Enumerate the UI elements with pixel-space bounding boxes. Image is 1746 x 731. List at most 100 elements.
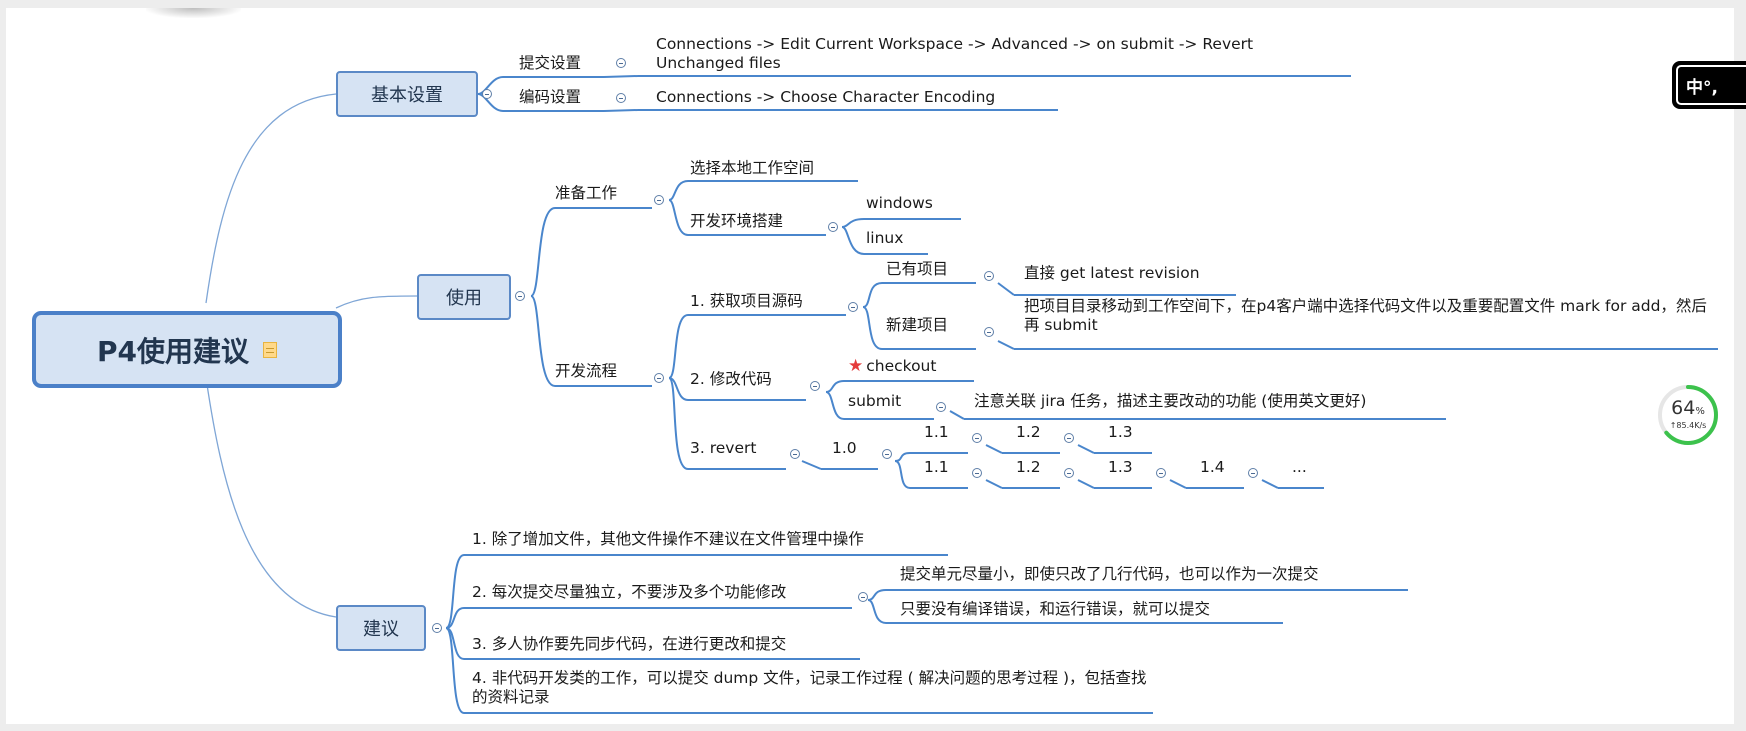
link-flow-get xyxy=(668,314,689,379)
node-row2-ellipsis[interactable]: ... xyxy=(1292,458,1307,476)
node-checkout[interactable]: ★checkout xyxy=(848,357,936,376)
speed-percent-unit: % xyxy=(1695,406,1705,417)
node-new-project-value[interactable]: 把项目目录移动到工作空间下，在p4客户端中选择代码文件以及重要配置文件 mark… xyxy=(1024,297,1707,334)
node-env-setup[interactable]: 开发环境搭建 xyxy=(690,212,784,230)
collapse-toggle-basic[interactable] xyxy=(482,89,492,99)
node-advice-2a[interactable]: 提交单元尽量小，即使只改了几行代码，也可以作为一次提交 xyxy=(900,565,1319,583)
note-icon[interactable] xyxy=(263,341,277,358)
link-root-basic xyxy=(205,93,337,304)
speed-progress-arc xyxy=(1658,385,1718,445)
collapse-toggle-row1-2[interactable] xyxy=(1064,433,1074,443)
node-new-project[interactable]: 新建项目 xyxy=(886,316,949,334)
node-version-1-0[interactable]: 1.0 xyxy=(832,439,857,457)
topic-basic-settings[interactable]: 基本设置 xyxy=(336,71,478,117)
node-row2-1-3[interactable]: 1.3 xyxy=(1108,458,1133,476)
collapse-toggle-modify[interactable] xyxy=(810,381,820,391)
collapse-toggle-usage[interactable] xyxy=(515,291,525,301)
link-submit-value2 xyxy=(949,410,965,420)
node-advice-4[interactable]: 4. 非代码开发类的工作，可以提交 dump 文件，记录工作过程 ( 解决问题的… xyxy=(472,669,1147,706)
node-modify-code[interactable]: 2. 修改代码 xyxy=(690,370,772,388)
link-flow-revert xyxy=(668,377,689,470)
topic-advice[interactable]: 建议 xyxy=(336,605,426,651)
link-get-existing xyxy=(862,282,883,308)
node-get-source[interactable]: 1. 获取项目源码 xyxy=(690,292,803,310)
ime-indicator-text: 中°, xyxy=(1676,65,1746,105)
collapse-toggle-row2-3[interactable] xyxy=(1156,468,1166,478)
topic-usage[interactable]: 使用 xyxy=(417,274,511,320)
collapse-toggle-row2-4[interactable] xyxy=(1248,468,1258,478)
collapse-toggle-prep[interactable] xyxy=(654,195,664,205)
node-row2-1-2[interactable]: 1.2 xyxy=(1016,458,1041,476)
node-advice-2[interactable]: 2. 每次提交尽量独立，不要涉及多个功能修改 xyxy=(472,583,787,601)
collapse-toggle-get-source[interactable] xyxy=(848,302,858,312)
link-r1-12 xyxy=(985,444,1003,454)
collapse-toggle-submit-settings[interactable] xyxy=(616,58,626,68)
collapse-toggle-advice[interactable] xyxy=(432,623,442,633)
link-advice2-b xyxy=(867,599,887,624)
node-advice-1[interactable]: 1. 除了增加文件，其他文件操作不建议在文件管理中操作 xyxy=(472,530,864,548)
link-r2-34 xyxy=(1169,479,1187,489)
node-revert[interactable]: 3. revert xyxy=(690,439,757,457)
node-windows[interactable]: windows xyxy=(866,194,933,212)
collapse-toggle-encoding-settings[interactable] xyxy=(616,93,626,103)
link-advice-1 xyxy=(445,554,465,629)
link-r2-23 xyxy=(1077,479,1095,489)
speed-percent: 64% xyxy=(1656,397,1720,419)
link-r2-45 xyxy=(1261,479,1279,489)
link-root-advice xyxy=(205,377,337,618)
collapse-toggle-existing[interactable] xyxy=(984,271,994,281)
root-topic[interactable]: P4使用建议 xyxy=(32,311,342,388)
collapse-toggle-v10[interactable] xyxy=(882,449,892,459)
node-linux[interactable]: linux xyxy=(866,229,904,247)
link-env-windows xyxy=(841,218,865,228)
link-get-new xyxy=(862,306,883,350)
collapse-toggle-env[interactable] xyxy=(828,222,838,232)
collapse-toggle-flow[interactable] xyxy=(654,373,664,383)
node-select-workspace[interactable]: 选择本地工作空间 xyxy=(690,159,815,177)
node-row1-1-2[interactable]: 1.2 xyxy=(1016,423,1041,441)
link-v10-row1 xyxy=(894,452,911,462)
node-submit-settings[interactable]: 提交设置 xyxy=(519,54,582,72)
node-row1-1-3[interactable]: 1.3 xyxy=(1108,423,1133,441)
node-row1-1-1[interactable]: 1.1 xyxy=(924,423,949,441)
speed-ring xyxy=(1658,385,1718,445)
node-prep-work[interactable]: 准备工作 xyxy=(555,184,618,202)
node-advice-2b[interactable]: 只要没有编译错误，和运行错误，就可以提交 xyxy=(900,600,1211,618)
collapse-toggle-row2-1[interactable] xyxy=(972,468,982,478)
topic-usage-label: 使用 xyxy=(446,288,482,309)
collapse-toggle-advice-2[interactable] xyxy=(858,592,868,602)
node-submit-settings-value[interactable]: Connections -> Edit Current Workspace ->… xyxy=(656,35,1254,72)
node-existing-value[interactable]: 直接 get latest revision xyxy=(1024,264,1200,282)
link-new-value xyxy=(997,340,1015,350)
node-row2-1-4[interactable]: 1.4 xyxy=(1200,458,1225,476)
node-advice-3[interactable]: 3. 多人协作要先同步代码，在进行更改和提交 xyxy=(472,635,787,653)
node-existing-project[interactable]: 已有项目 xyxy=(886,260,949,278)
ime-indicator[interactable]: 中°, xyxy=(1672,61,1746,109)
node-encoding-settings[interactable]: 编码设置 xyxy=(519,88,582,106)
link-env-linux xyxy=(841,226,865,255)
node-encoding-value[interactable]: Connections -> Choose Character Encoding xyxy=(656,88,996,106)
link-prep-select xyxy=(668,180,689,201)
star-icon: ★ xyxy=(848,356,864,376)
collapse-toggle-new-project[interactable] xyxy=(984,327,994,337)
link-usage-prep xyxy=(530,207,556,297)
collapse-toggle-row1-1[interactable] xyxy=(972,433,982,443)
link-revert-v10 xyxy=(801,460,822,470)
link-advice-2 xyxy=(445,607,465,629)
collapse-toggle-submit[interactable] xyxy=(936,402,946,412)
link-advice2-a xyxy=(867,589,887,601)
node-submit-value[interactable]: 注意关联 jira 任务，描述主要改动的功能 (使用英文更好) xyxy=(974,392,1367,410)
link-modify-checkout xyxy=(825,380,845,393)
mindmap-canvas: P4使用建议 基本设置 提交设置 Connections -> Edit Cur… xyxy=(6,8,1734,724)
collapse-toggle-revert[interactable] xyxy=(790,449,800,459)
link-r1-23 xyxy=(1077,444,1095,454)
node-dev-flow[interactable]: 开发流程 xyxy=(555,362,618,380)
mindmap-connectors xyxy=(205,75,1718,714)
network-speed-widget[interactable]: 64% ↑85.4K/s xyxy=(1656,383,1720,447)
collapse-toggle-row2-2[interactable] xyxy=(1064,468,1074,478)
link-existing-value xyxy=(997,282,1015,296)
top-shadow xyxy=(146,8,241,18)
node-row2-1-1[interactable]: 1.1 xyxy=(924,458,949,476)
link-advice-4 xyxy=(445,627,465,714)
node-submit[interactable]: submit xyxy=(848,392,902,410)
